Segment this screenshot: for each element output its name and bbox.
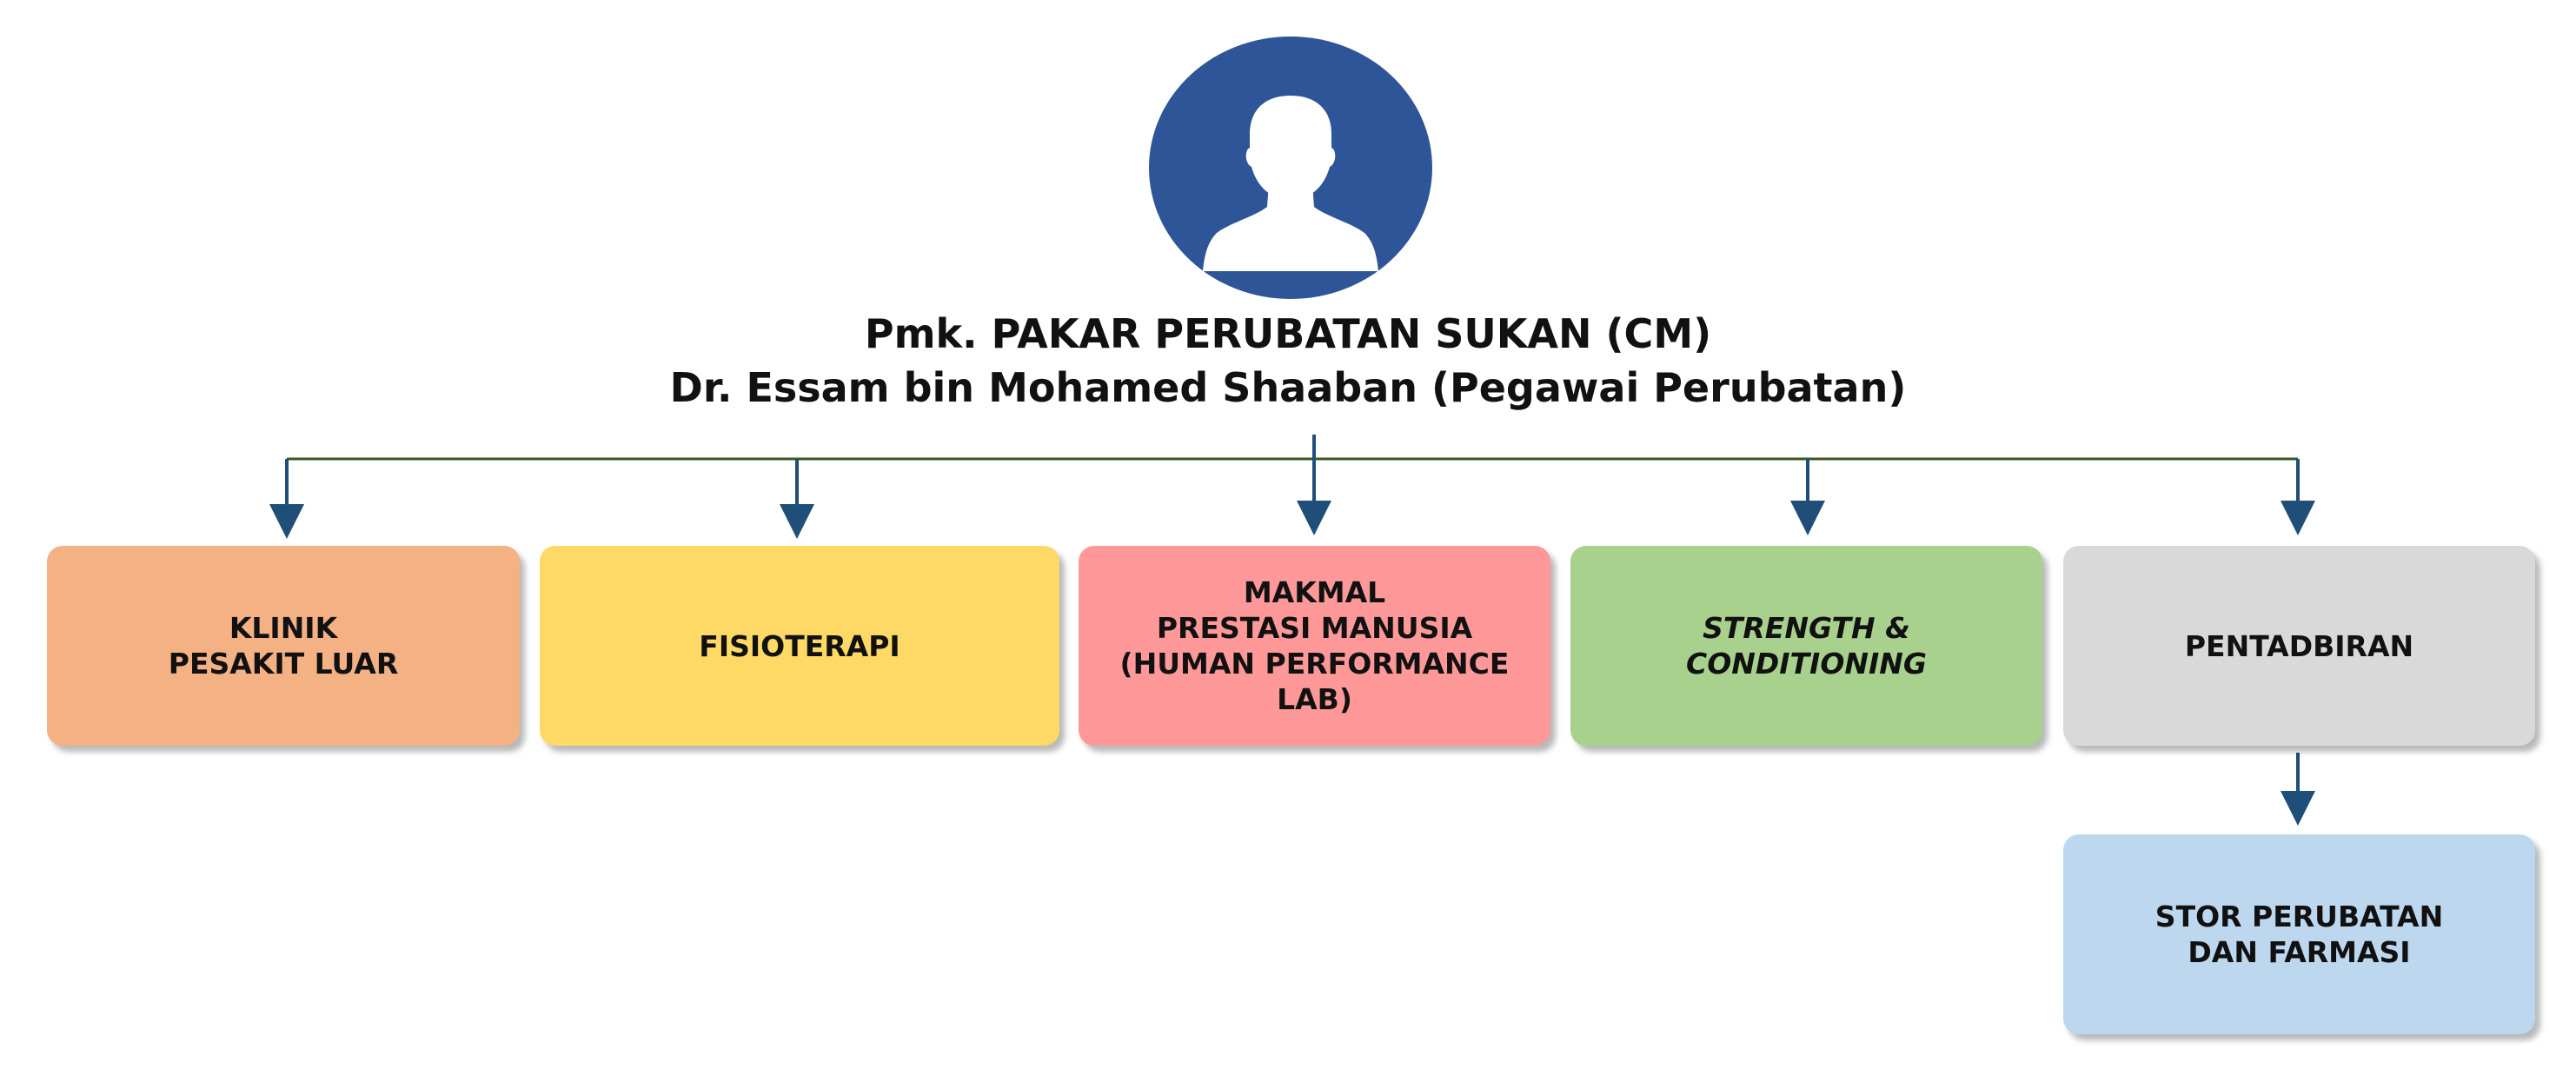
person-silhouette-icon: [1203, 96, 1378, 271]
head-person-name: Dr. Essam bin Mohamed Shaaban (Pegawai P…: [669, 364, 1907, 411]
unit-box-pentadbiran: PENTADBIRAN: [2063, 546, 2535, 746]
unit-label: CONDITIONING: [1685, 647, 1927, 681]
unit-label: LAB): [1277, 682, 1352, 716]
unit-label: STOR PERUBATAN: [2154, 900, 2444, 933]
avatar: [1149, 37, 1432, 299]
unit-label: DAN FARMASI: [2188, 935, 2411, 969]
unit-label: PESAKIT LUAR: [168, 647, 399, 681]
unit-box-strength-conditioning: STRENGTH & CONDITIONING: [1570, 546, 2042, 746]
unit-label: KLINIK: [229, 611, 338, 645]
unit-label: STRENGTH &: [1703, 611, 1910, 645]
unit-label: MAKMAL: [1243, 575, 1386, 609]
head-position-title: Pmk. PAKAR PERUBATAN SUKAN (CM): [864, 310, 1712, 357]
unit-label: PENTADBIRAN: [2184, 628, 2414, 663]
subunit-box-stor-perubatan: STOR PERUBATAN DAN FARMASI: [2063, 834, 2535, 1034]
unit-label: (HUMAN PERFORMANCE: [1119, 647, 1510, 681]
unit-label: FISIOTERAPI: [699, 628, 900, 663]
unit-box-fisioterapi: FISIOTERAPI: [540, 546, 1059, 746]
unit-label: PRESTASI MANUSIA: [1156, 611, 1473, 645]
unit-box-makmal: MAKMAL PRESTASI MANUSIA (HUMAN PERFORMAN…: [1079, 546, 1550, 746]
unit-box-klinik: KLINIK PESAKIT LUAR: [47, 546, 520, 746]
